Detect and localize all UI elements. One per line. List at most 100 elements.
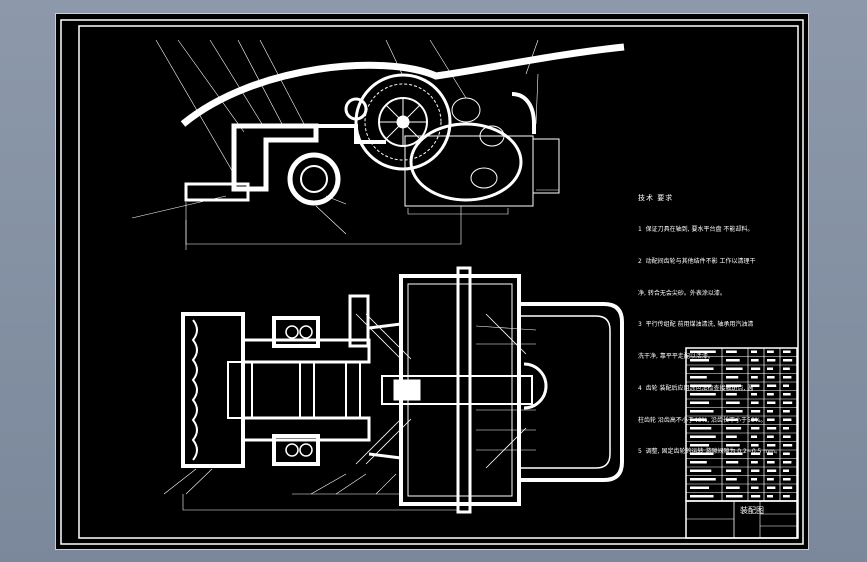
wheel-hub	[300, 165, 328, 193]
parts-list-entry	[767, 435, 774, 438]
parts-list-entry	[767, 444, 776, 447]
parts-list-entry	[751, 427, 760, 430]
assembly-drawing: 装配图	[60, 19, 804, 545]
parts-list-entry	[690, 495, 714, 498]
parts-list-entry	[783, 444, 793, 447]
note-line: 3 平行传组配 前用煤油清洗, 轴承用汽油清	[638, 321, 754, 329]
gearbox-housing	[404, 135, 534, 207]
parts-list-entry	[751, 469, 760, 472]
parts-list-entry	[726, 418, 739, 421]
parts-list-entry	[783, 350, 791, 353]
parts-list-entry	[783, 359, 793, 362]
parts-list-entry	[767, 478, 774, 481]
parts-list-entry	[767, 350, 774, 353]
elevation-view	[131, 39, 625, 250]
large-gear	[354, 73, 452, 171]
parts-list-entry	[783, 393, 791, 396]
side-cover	[532, 138, 560, 194]
main-axle	[456, 266, 472, 514]
parts-list-entry	[767, 359, 776, 362]
loop-handle	[519, 302, 624, 482]
parts-list-entry	[767, 495, 773, 498]
parts-list-entry	[783, 376, 792, 379]
dimension-line-a	[185, 202, 462, 245]
parts-list-entry	[783, 427, 789, 430]
parts-list-entry	[751, 376, 758, 379]
note-line: 1 保证刀具在轴到, 要水平台盘 不能却料。	[638, 225, 754, 233]
parts-list-entry	[767, 410, 773, 413]
parts-list-entry	[751, 418, 758, 421]
parts-list-entry	[726, 495, 743, 498]
parts-list-entry	[751, 478, 757, 481]
drawing-sheet: 装配图 技术 要求 1 保证刀具在轴到, 要水平台盘 不能却料。 2 动配间齿轮…	[55, 13, 809, 550]
parts-list-entry	[783, 495, 790, 498]
parts-list-entry	[751, 461, 758, 464]
parts-list-entry	[783, 452, 790, 455]
ground-wheel	[287, 152, 341, 206]
tension-arm	[511, 92, 536, 134]
parts-list-entry	[726, 452, 743, 455]
inner-frame	[78, 25, 799, 539]
bearing-top	[272, 316, 320, 348]
parts-list-entry	[751, 486, 759, 489]
parts-list-entry	[726, 350, 737, 353]
cross-link-2	[345, 361, 361, 419]
parts-list-entry	[783, 410, 790, 413]
parts-list-entry	[767, 384, 777, 387]
blade-frame	[181, 312, 245, 468]
note-line: 柱齿轮 沿齿高不小于40%, 沿齿长不小于50%。	[638, 416, 767, 424]
parts-list-entry	[690, 469, 712, 472]
outer-frame	[60, 19, 804, 545]
gearbox-inner	[407, 283, 513, 497]
parts-list-entry	[767, 452, 773, 455]
parts-list-entry	[783, 469, 789, 472]
central-hub	[381, 375, 533, 405]
parts-list-entry	[726, 384, 742, 387]
parts-list-entry	[690, 359, 710, 362]
support-top	[348, 294, 370, 348]
parts-list-entry	[751, 410, 761, 413]
parts-list-entry	[690, 350, 716, 353]
parts-list-entry	[690, 444, 710, 447]
gear-pitch-circle	[364, 83, 442, 161]
dimension-line-c	[182, 494, 459, 511]
parts-list-entry	[690, 478, 716, 481]
parts-list-entry	[767, 469, 777, 472]
dimension-line-b	[407, 208, 509, 215]
parts-list-entry	[751, 452, 761, 455]
parts-list-entry	[726, 427, 742, 430]
cutting-edge	[191, 319, 198, 461]
left-coupler	[227, 361, 253, 419]
parts-list-entry	[751, 359, 759, 362]
parts-list-entry	[783, 418, 792, 421]
notes-title: 技术 要求	[638, 194, 674, 203]
secondary-gear	[409, 122, 523, 202]
note-line: 4 齿轮 装配后应用涂色法检查接触斑点, 圆	[638, 384, 754, 392]
parts-list-entry	[726, 410, 743, 413]
parts-list-entry	[767, 401, 776, 404]
bearing-circle-c	[470, 167, 498, 189]
pivot-knuckle	[344, 97, 368, 121]
parts-list-entry	[690, 367, 714, 370]
parts-list-entry	[690, 486, 710, 489]
hub-key	[393, 379, 421, 401]
title-block: 装配图	[685, 500, 798, 539]
parts-list-entry	[783, 461, 792, 464]
parts-list-entry	[726, 444, 740, 447]
parts-list-entry	[726, 359, 740, 362]
parts-list-entry	[783, 367, 790, 370]
note-line: 净, 转合无会尖砂。外表涂以漆。	[638, 289, 726, 297]
parts-list-entry	[726, 478, 737, 481]
parts-list-entry	[767, 367, 773, 370]
parts-list-entry	[726, 461, 739, 464]
parts-list-entry	[783, 435, 791, 438]
parts-list-entry	[783, 486, 793, 489]
parts-list-entry	[726, 435, 737, 438]
parts-list-entry	[690, 435, 716, 438]
parts-list-entry	[751, 435, 757, 438]
parts-list	[685, 347, 798, 502]
parts-list-entry	[783, 478, 791, 481]
parts-list-entry	[690, 452, 714, 455]
bearing-circle-a	[451, 97, 481, 123]
parts-list-entry	[726, 401, 740, 404]
